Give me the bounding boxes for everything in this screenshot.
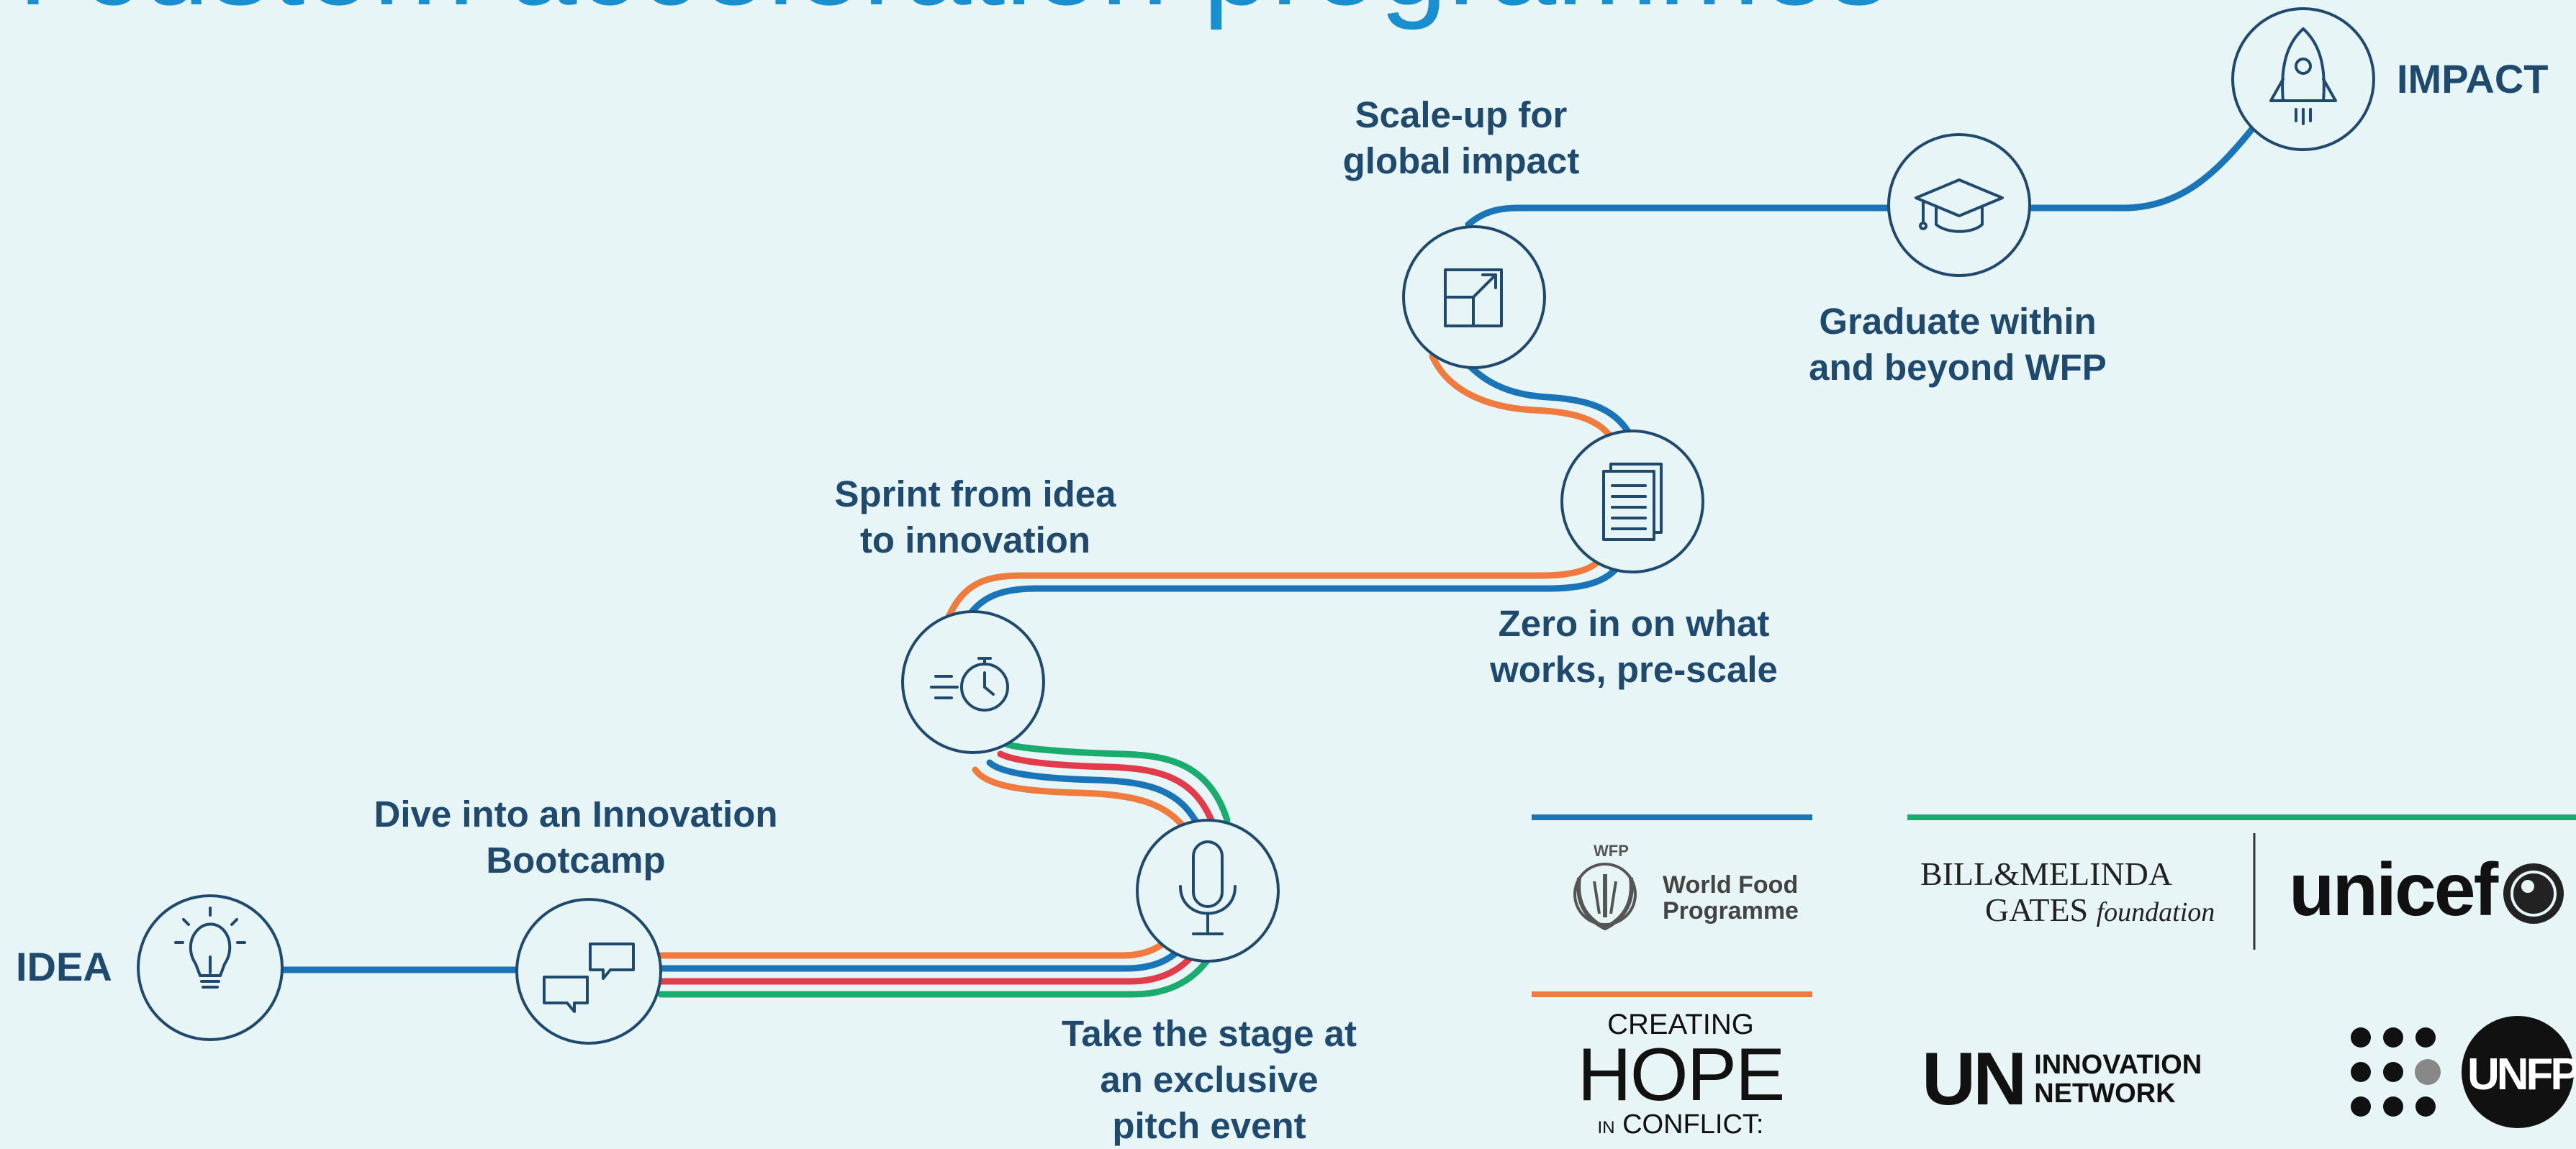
un-big-text: UN bbox=[1922, 1037, 2027, 1121]
line-mic-stopwatch-green bbox=[1004, 741, 1231, 824]
gates-line1: BILL&MELINDA bbox=[1920, 855, 2173, 892]
wfp-emblem-text: WFP bbox=[1594, 842, 1629, 860]
hope-line3-small: IN bbox=[1597, 1118, 1615, 1137]
microphone-icon bbox=[1179, 840, 1237, 935]
step-label-sprint: Sprint from idea to innovation bbox=[834, 473, 1116, 560]
line-mic-stopwatch-red bbox=[997, 750, 1216, 827]
step-label-graduate: Graduate within and beyond WFP bbox=[1809, 301, 2107, 388]
step-label-bootcamp: Dive into an Innovation Bootcamp bbox=[374, 794, 778, 881]
node-zero-in bbox=[1560, 430, 1704, 573]
node-impact bbox=[2231, 7, 2375, 151]
wfp-name: World Food Programme bbox=[1663, 872, 1799, 924]
hope-line3: CONFLICT: bbox=[1622, 1109, 1764, 1140]
node-bootcamp bbox=[515, 898, 662, 1045]
line-scaleup-graduate bbox=[1465, 204, 1891, 228]
node-pitch bbox=[1136, 819, 1280, 963]
line-stopwatch-doc-blue bbox=[961, 561, 1623, 626]
hope-line2: HOPE bbox=[1577, 1033, 1786, 1117]
stopwatch-icon bbox=[930, 657, 1009, 712]
gates-foundation-logo: BILL&MELINDA GATES foundation bbox=[1920, 856, 2215, 930]
graduation-cap-icon bbox=[1915, 178, 2004, 233]
start-label-idea: IDEA bbox=[16, 944, 112, 989]
unfpa-logo bbox=[2351, 1016, 2574, 1128]
wfp-name-line1: World Food bbox=[1663, 871, 1799, 899]
step-label-pitch: Take the stage at an exclusive pitch eve… bbox=[1061, 1013, 1357, 1146]
line-doc-scaleup-blue bbox=[1454, 349, 1632, 435]
line-stopwatch-doc-orange bbox=[945, 554, 1605, 620]
un-innovation-line1: INNOVATION bbox=[2034, 1050, 2202, 1080]
line-mic-stopwatch-orange bbox=[972, 766, 1188, 831]
document-icon bbox=[1602, 463, 1663, 541]
line-graduate-impact bbox=[2028, 124, 2256, 212]
expand-arrow-icon bbox=[1444, 268, 1503, 327]
hope-line1: CREATING bbox=[1607, 1009, 1754, 1040]
un-innovation-line2: NETWORK bbox=[2034, 1078, 2176, 1109]
chat-bubbles-icon bbox=[543, 943, 635, 1013]
node-graduate bbox=[1887, 133, 2031, 277]
line-doc-scaleup-orange bbox=[1429, 353, 1616, 442]
creating-hope-logo: CREATING HOPE IN CONFLICT: bbox=[1576, 1009, 1786, 1143]
step-label-zero-in: Zero in on what works, pre-scale bbox=[1490, 603, 1778, 690]
node-sprint bbox=[901, 610, 1045, 754]
unicef-logo-text: unicef bbox=[2289, 848, 2498, 932]
rocket-icon bbox=[2269, 27, 2337, 125]
unicef-emblem bbox=[2503, 863, 2564, 924]
wfp-name-line2: Programme bbox=[1663, 897, 1799, 925]
step-label-scale-up: Scale-up for global impact bbox=[1342, 94, 1580, 181]
wfp-logo bbox=[1573, 863, 1637, 931]
gates-line2-italic: foundation bbox=[2096, 897, 2215, 927]
end-label-impact: IMPACT bbox=[2397, 56, 2549, 101]
line-mic-stopwatch-blue bbox=[986, 759, 1202, 830]
unfpa-logo-text: UNFPA bbox=[2467, 1050, 2576, 1099]
un-innovation-network-logo: UN INNOVATION NETWORK bbox=[1922, 1037, 2202, 1121]
page-title-fragment: n custom acceleration programmes bbox=[0, 0, 1889, 33]
lightbulb-icon bbox=[174, 907, 246, 989]
line-bootcamp-mic-orange bbox=[657, 899, 1191, 959]
gates-line2: GATES bbox=[1985, 891, 2089, 928]
